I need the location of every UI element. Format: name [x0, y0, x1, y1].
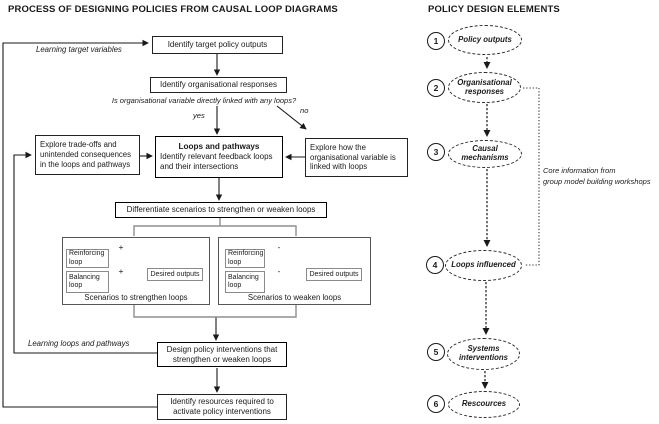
sign-minus-balancing: - — [277, 266, 281, 276]
label-question: Is organisational variable directly link… — [111, 96, 297, 105]
ellipse-rescources: Rescources — [448, 391, 520, 418]
box-balancing-loop-weaken: Balancing loop — [225, 271, 265, 293]
bracket-split-top — [133, 218, 297, 236]
label-yes: yes — [193, 111, 205, 120]
ellipse-loops-influenced: Loops influenced — [445, 250, 522, 281]
loops-pathways-body: Identify relevant feedback loops and the… — [160, 152, 273, 171]
dotted-bracket-core-info — [523, 87, 540, 266]
box-design-policy-interventions: Design policy interventions that strengt… — [157, 342, 287, 367]
element-number-6: 6 — [427, 395, 445, 413]
element-number-2: 2 — [427, 79, 445, 97]
box-identify-resources: Identify resources required to activate … — [157, 394, 287, 420]
box-explore-how-linked: Explore how the organisational variable … — [305, 138, 408, 177]
box-reinforcing-loop-weaken: Reinforcing loop — [225, 249, 265, 268]
label-learning-loops-pathways: Learning loops and pathways — [28, 339, 130, 348]
ellipse-causal-mechanisms: Causal mechanisms — [448, 140, 522, 168]
sign-minus-reinforcing: - — [277, 242, 281, 252]
sign-plus-reinforcing: + — [118, 242, 124, 252]
label-no: no — [300, 106, 309, 115]
box-explore-tradeoffs: Explore trade-offs and unintended conseq… — [35, 135, 140, 175]
element-number-4: 4 — [426, 256, 444, 274]
sign-plus-balancing: + — [118, 266, 124, 276]
loops-pathways-heading: Loops and pathways — [178, 142, 260, 152]
box-differentiate-scenarios: Differentiate scenarios to strengthen or… — [115, 202, 327, 218]
annotation-line-2: group model building workshops — [543, 176, 651, 186]
ellipse-policy-outputs: Policy outputs — [448, 25, 522, 55]
caption-weaken: Scenarios to weaken loops — [247, 293, 342, 302]
element-number-3: 3 — [427, 143, 445, 161]
ellipse-organisational-responses: Organisational responses — [448, 72, 521, 103]
box-identify-organisational-responses: Identify organisational responses — [150, 77, 287, 93]
right-column-title: POLICY DESIGN ELEMENTS — [428, 4, 560, 15]
box-identify-target-policy-outputs: Identify target policy outputs — [152, 36, 283, 54]
annotation-core-information: Core information from group model buildi… — [543, 166, 651, 188]
box-loops-and-pathways: Loops and pathways Identify relevant fee… — [155, 136, 283, 178]
panel-scenarios-strengthen: Reinforcing loop Balancing loop Desired … — [62, 237, 210, 305]
element-number-5: 5 — [427, 343, 445, 361]
ellipse-systems-interventions: Systems interventions — [447, 338, 520, 370]
element-number-1: 1 — [427, 32, 445, 50]
box-desired-outputs-strengthen: Desired outputs — [147, 268, 203, 281]
box-reinforcing-loop-strengthen: Reinforcing loop — [66, 249, 109, 268]
box-desired-outputs-weaken: Desired outputs — [306, 268, 362, 281]
box-balancing-loop-strengthen: Balancing loop — [66, 271, 109, 293]
left-column-title: PROCESS OF DESIGNING POLICIES FROM CAUSA… — [8, 4, 338, 15]
caption-strengthen: Scenarios to strengthen loops — [84, 293, 188, 302]
bracket-merge-bottom — [133, 305, 297, 318]
label-learning-target-variables: Learning target variables — [36, 45, 122, 54]
annotation-line-1: Core information from — [543, 166, 616, 175]
panel-scenarios-weaken: Reinforcing loop Balancing loop Desired … — [218, 237, 371, 305]
